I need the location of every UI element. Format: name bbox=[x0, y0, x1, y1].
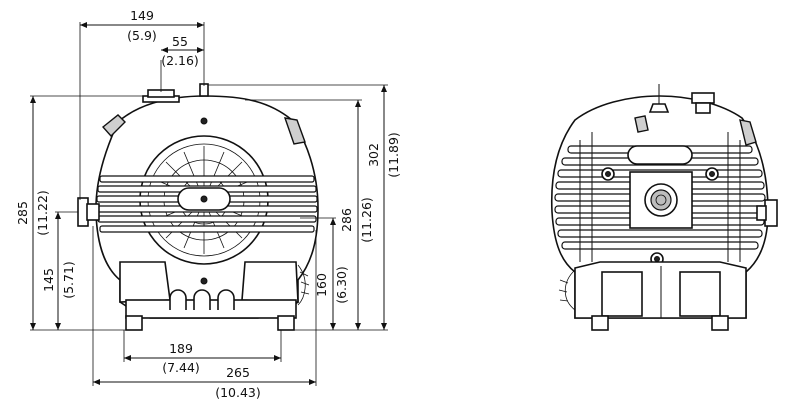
front-foot-left bbox=[125, 315, 143, 331]
front-base bbox=[125, 299, 297, 319]
dim-189-in: (7.44) bbox=[162, 360, 200, 375]
side-top-plate bbox=[627, 145, 693, 165]
dim-265-mm: 265 bbox=[226, 365, 250, 380]
side-foot-left bbox=[591, 315, 609, 331]
side-cable bbox=[558, 269, 576, 311]
dim-302-in: (11.89) bbox=[386, 132, 401, 178]
dim-285: 285 (11.22) bbox=[15, 95, 143, 331]
front-right-handle bbox=[283, 117, 306, 145]
dim-286-in: (11.26) bbox=[359, 197, 374, 243]
dim-145-in: (5.71) bbox=[61, 261, 76, 299]
dim-265-in: (10.43) bbox=[215, 385, 261, 400]
dim-55-mm: 55 bbox=[172, 34, 188, 49]
dim-160-mm: 160 bbox=[314, 273, 329, 297]
dim-285-in: (11.22) bbox=[35, 190, 50, 236]
dim-286-mm: 286 bbox=[339, 208, 354, 232]
side-vertical-ribs bbox=[579, 132, 741, 262]
dim-55: 55 (2.16) bbox=[161, 34, 204, 68]
side-top-fitting bbox=[691, 92, 715, 104]
dim-149-mm: 149 bbox=[130, 8, 154, 23]
front-bottom-ports bbox=[169, 289, 235, 310]
dim-55-in: (2.16) bbox=[161, 53, 199, 68]
dim-189-mm: 189 bbox=[169, 341, 193, 356]
dim-285-mm: 285 bbox=[15, 201, 30, 225]
dim-302-mm: 302 bbox=[366, 143, 381, 167]
front-view: 149 (5.9) 55 (2.16) 285 (11.22) 145 (5.7… bbox=[15, 8, 401, 400]
dim-189: 189 (7.44) bbox=[123, 330, 282, 375]
dim-265: 265 (10.43) bbox=[92, 226, 317, 400]
side-left-handle bbox=[634, 115, 649, 133]
side-view bbox=[550, 84, 778, 331]
front-cooling-fins bbox=[96, 175, 318, 233]
dim-160-in: (6.30) bbox=[334, 266, 349, 304]
dim-286: 286 (11.26) bbox=[245, 99, 374, 330]
front-foot-right bbox=[277, 315, 295, 331]
dim-149-in: (5.9) bbox=[127, 28, 157, 43]
dim-302: 302 (11.89) bbox=[208, 84, 401, 331]
dim-145-mm: 145 bbox=[41, 268, 56, 292]
dim-160: 160 (6.30) bbox=[300, 217, 349, 330]
side-motor-housing bbox=[629, 171, 693, 229]
side-right-handle bbox=[739, 119, 757, 146]
dim-145: 145 (5.71) bbox=[41, 211, 78, 330]
dim-149: 149 (5.9) bbox=[79, 8, 205, 200]
front-left-handle bbox=[101, 114, 126, 138]
side-foot-right bbox=[711, 315, 729, 331]
front-lower-frame bbox=[119, 261, 171, 303]
